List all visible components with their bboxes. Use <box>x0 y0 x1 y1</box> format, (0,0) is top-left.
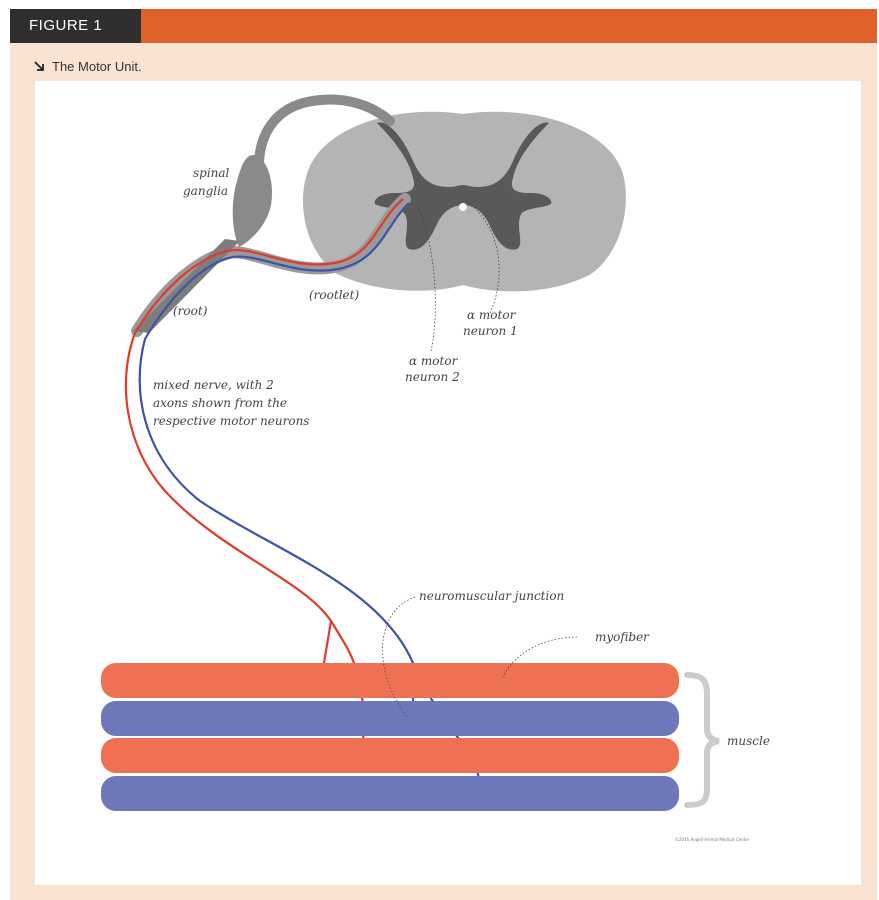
label-neuron-2-a: α motor <box>409 354 459 368</box>
label-neuron-1-a: α motor <box>467 308 517 322</box>
label-mixed-nerve-3: respective motor neurons <box>153 414 309 428</box>
arrow-down-right-icon <box>34 61 45 72</box>
label-neuromuscular-junction: neuromuscular junction <box>419 589 564 603</box>
label-myofiber: myofiber <box>595 630 650 644</box>
myofiber-4 <box>101 776 679 811</box>
spinal-ganglion <box>233 155 272 247</box>
label-spinal: spinal <box>193 166 230 180</box>
credit-text: ©2015 Angell Animal Medical Center <box>675 837 750 842</box>
motor-unit-diagram: spinal ganglia (root) (rootlet) α motor … <box>35 81 861 885</box>
diagram-canvas: spinal ganglia (root) (rootlet) α motor … <box>35 81 861 885</box>
label-ganglia: ganglia <box>183 184 228 198</box>
label-neuron-2-b: neuron 2 <box>405 370 460 384</box>
label-muscle: muscle <box>727 734 770 748</box>
figure-tab: FIGURE 1 <box>10 9 141 43</box>
label-mixed-nerve-1: mixed nerve, with 2 <box>153 378 274 392</box>
central-canal <box>459 203 467 211</box>
label-rootlet: (rootlet) <box>309 288 359 302</box>
myofiber-2 <box>101 701 679 736</box>
figure-header: FIGURE 1 <box>10 9 877 43</box>
myofiber-3 <box>101 738 679 773</box>
caption-text: The Motor Unit. <box>52 59 142 74</box>
label-root: (root) <box>173 304 208 318</box>
figure-caption: The Motor Unit. <box>34 59 142 74</box>
label-mixed-nerve-2: axons shown from the <box>153 396 287 410</box>
label-neuron-1-b: neuron 1 <box>463 324 518 338</box>
myofiber-1 <box>101 663 679 698</box>
muscle-brace <box>687 675 719 805</box>
